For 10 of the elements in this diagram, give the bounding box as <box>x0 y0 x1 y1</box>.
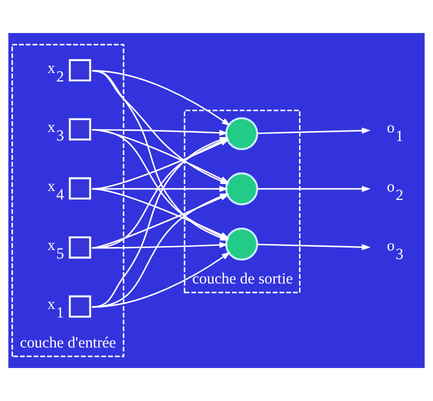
node-circle <box>225 228 258 261</box>
arrow <box>257 186 371 192</box>
arrow <box>92 252 231 308</box>
cluster: couche de sortie <box>184 110 300 294</box>
node-circle <box>225 117 258 150</box>
arrow <box>257 244 371 250</box>
arrow <box>92 242 228 249</box>
arrow <box>257 128 371 134</box>
arrow <box>92 186 228 192</box>
node-circle <box>225 172 258 206</box>
